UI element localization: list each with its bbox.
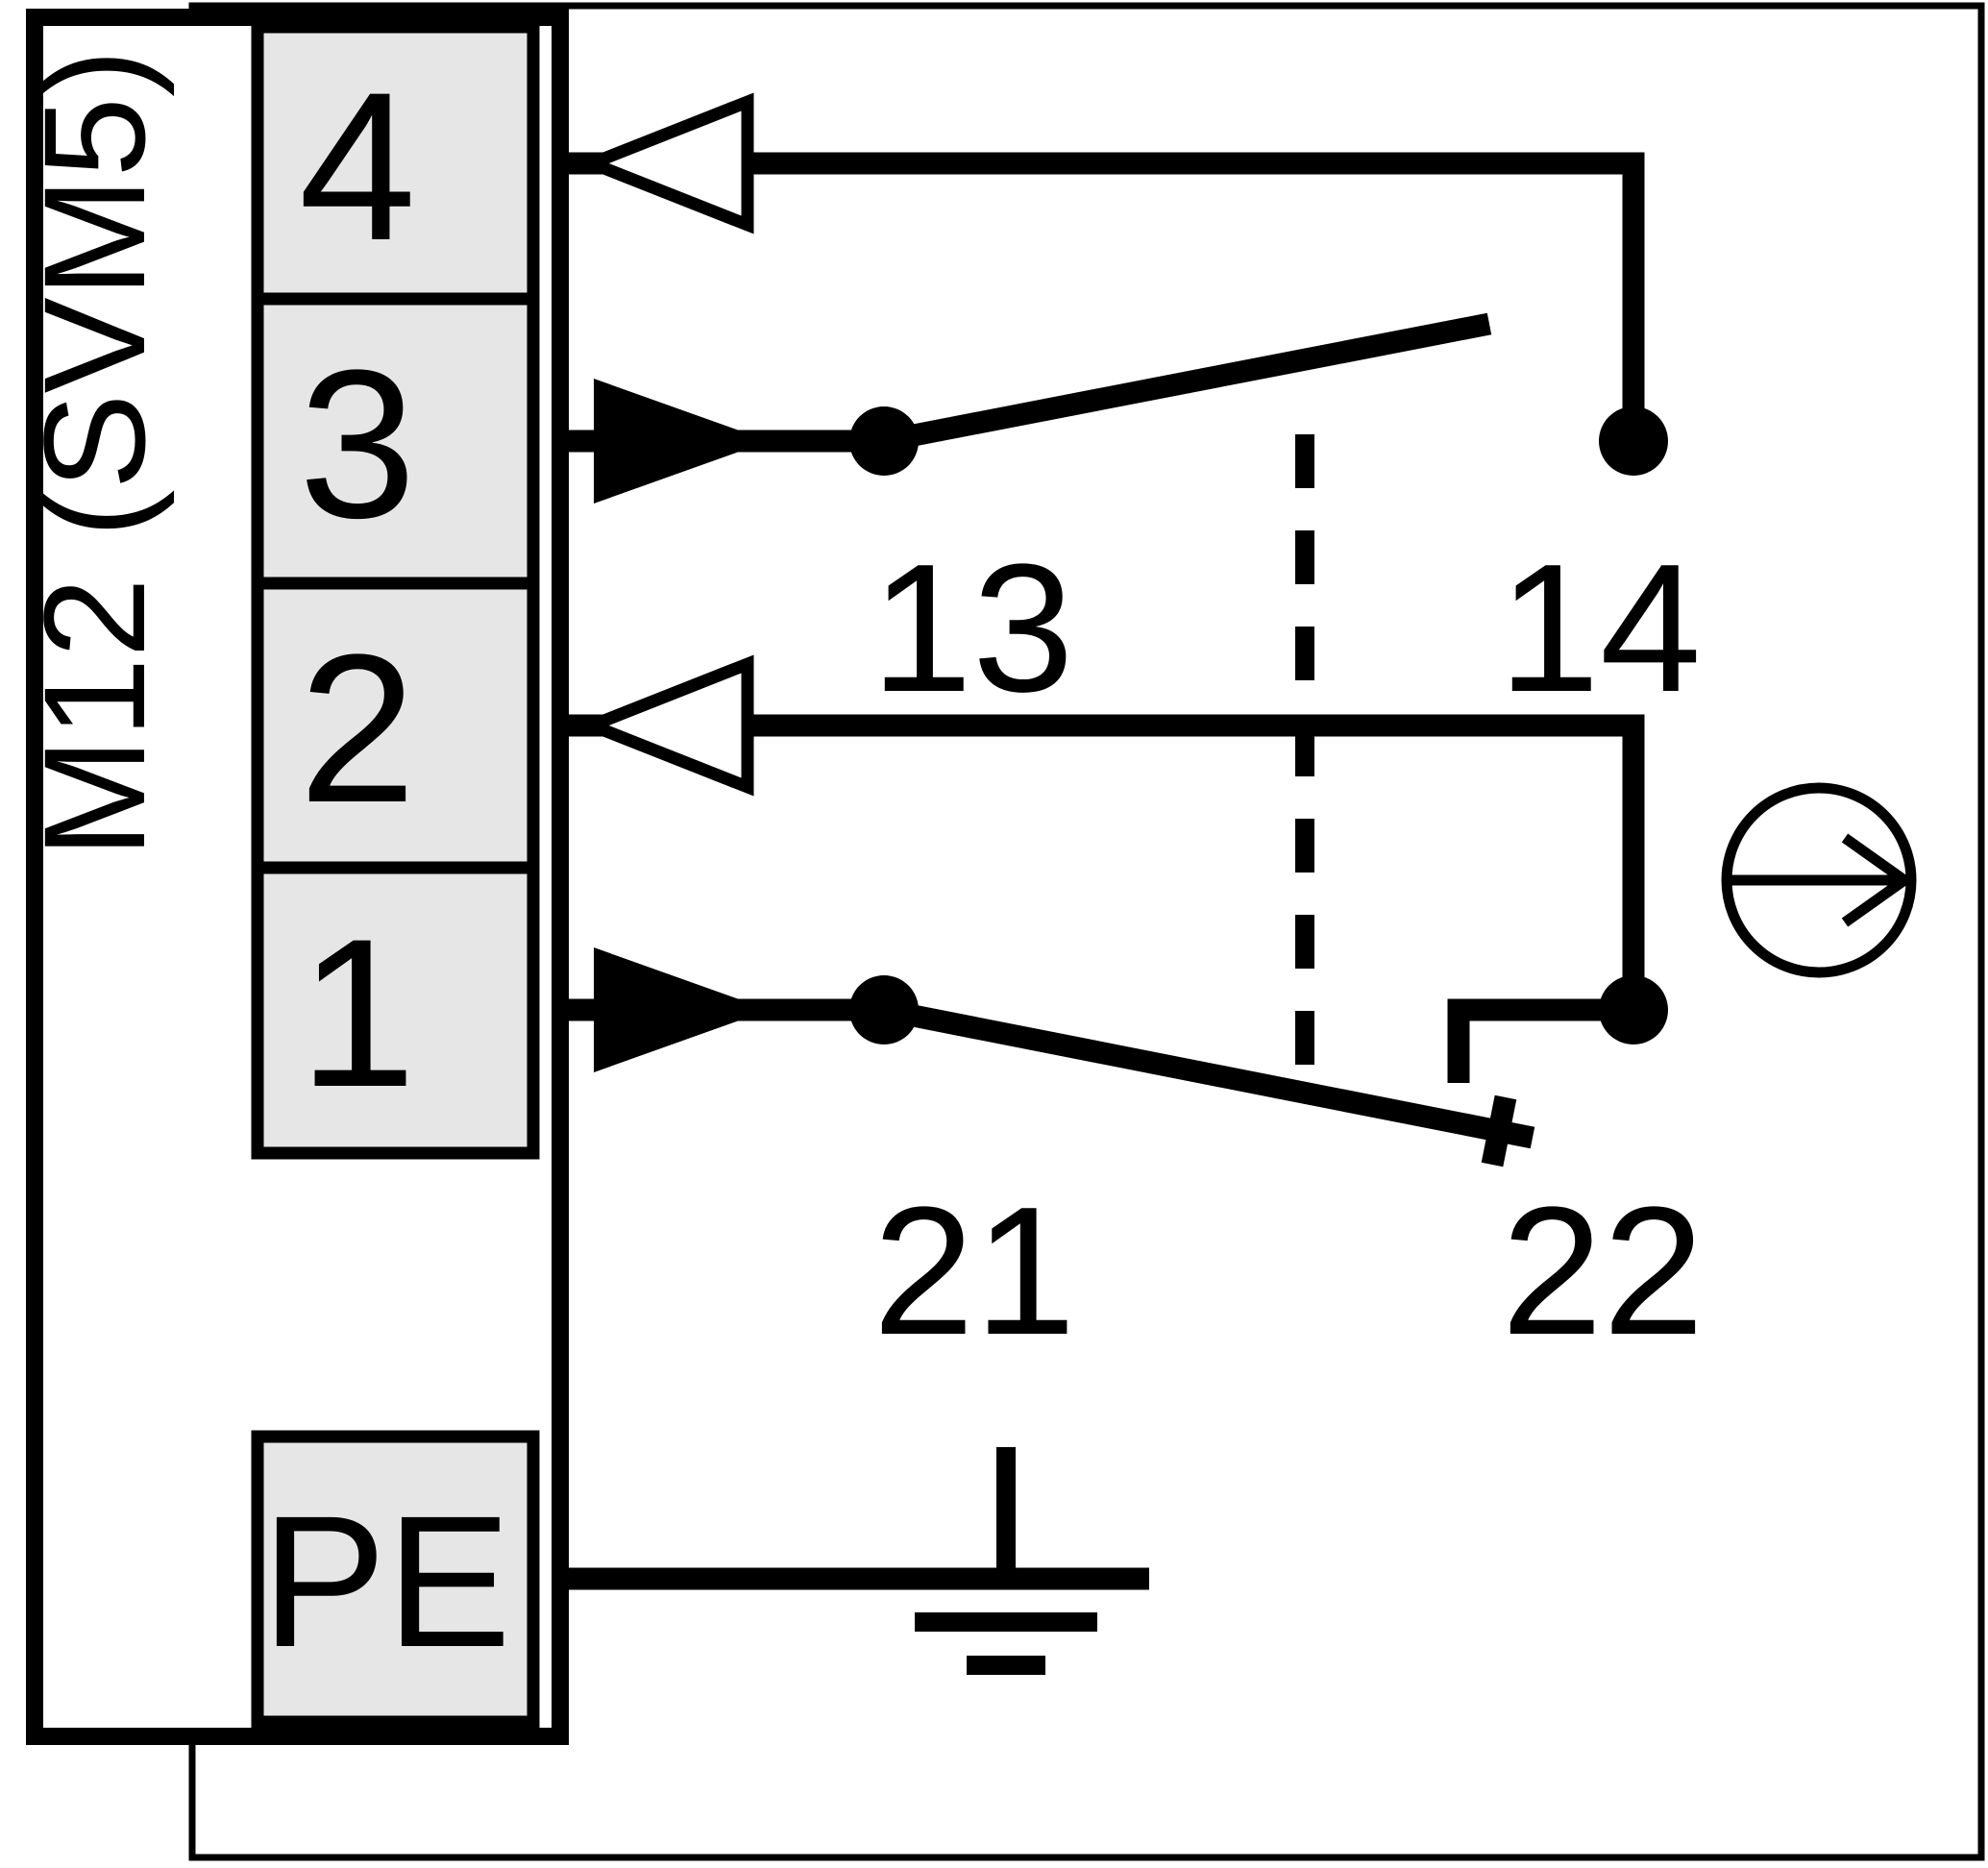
- pin-label-3: 3: [299, 326, 416, 562]
- pin-label-2: 2: [299, 610, 416, 847]
- junction-dot-21: [849, 975, 919, 1045]
- earth-ground-icon: [569, 1447, 1149, 1675]
- pin-box-pe: [251, 1430, 540, 1729]
- pin-label-4: 4: [299, 48, 416, 284]
- junction-dot-13: [849, 406, 919, 476]
- pin-box-3: [251, 292, 540, 590]
- direction-arrow-head: [1841, 833, 1914, 927]
- pin2-output-arrow-icon: [575, 654, 754, 797]
- contact-label-21: 21: [872, 1169, 1075, 1373]
- junction-dot-14: [1599, 406, 1668, 476]
- contact-label-13: 13: [871, 527, 1073, 730]
- junction-dot-22: [1599, 975, 1668, 1045]
- contact-label-14: 14: [1498, 527, 1701, 730]
- contact-label-22: 22: [1501, 1169, 1704, 1373]
- pin4-output-arrow-icon: [575, 92, 754, 234]
- nc-contact-fixed-terminal: [1447, 998, 1633, 1083]
- nc-contact-blade: [881, 998, 1535, 1149]
- no-contact-blade: [881, 312, 1492, 453]
- actuation-direction-icon: [1721, 782, 1917, 978]
- pin1-input-arrow-icon: [594, 947, 769, 1072]
- connector-label: M12 (SVM5): [13, 49, 175, 858]
- pin-boxes: [251, 20, 540, 1729]
- nc-contact-positive-break-hook: [1481, 1094, 1517, 1168]
- pin3-input-arrow-icon: [594, 379, 769, 504]
- wiring: [569, 152, 1645, 1168]
- pin4-wire: [569, 152, 1645, 441]
- pin2-wire: [569, 714, 1645, 1010]
- pin-label-1: 1: [299, 895, 416, 1131]
- pin-box-1: [251, 861, 540, 1160]
- pin-label-pe: PE: [261, 1477, 511, 1686]
